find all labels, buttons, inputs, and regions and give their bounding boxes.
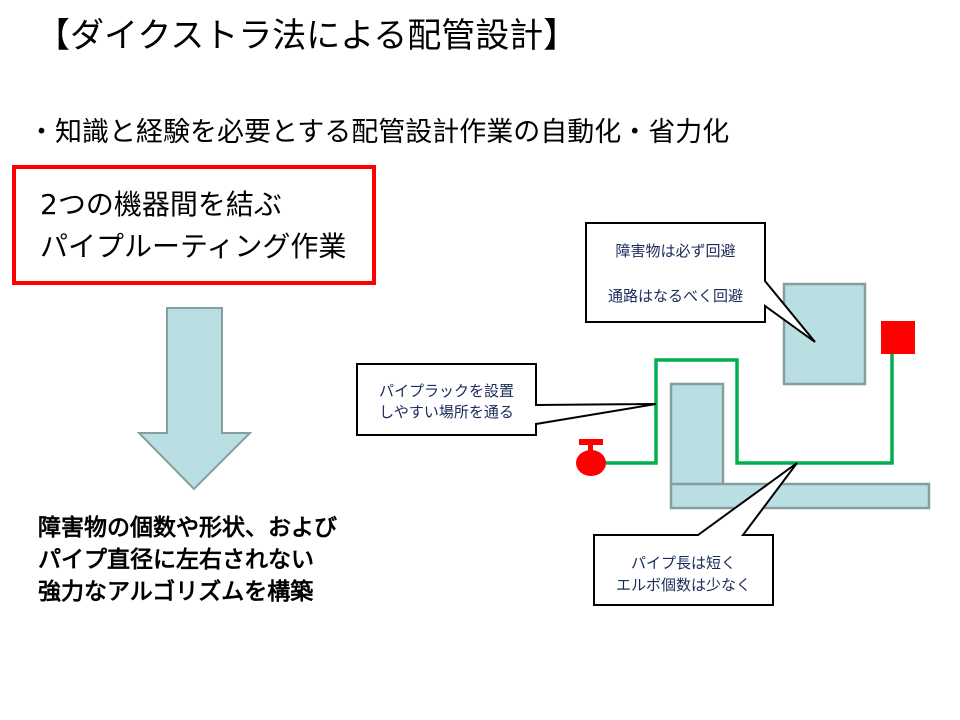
conclusion-line-3: 強力なアルゴリズムを構築 [38, 579, 314, 605]
conclusion-line-2: パイプ直径に左右されない [38, 547, 314, 573]
conclusion-line-1: 障害物の個数や形状、および [38, 515, 337, 541]
task-box: 2つの機器間を結ぶ パイプルーティング作業 [12, 165, 376, 285]
callout-obstacle-bubble [585, 222, 816, 343]
conclusion-text: 障害物の個数や形状、および パイプ直径に左右されない 強力なアルゴリズムを構築 [38, 512, 337, 608]
page-title: 【ダイクストラ法による配管設計】 [36, 16, 578, 56]
obstacle-tall [669, 382, 725, 487]
callout-obstacle-line-1: 障害物は必ず回避 [615, 242, 736, 260]
callout-length-bubble [593, 462, 798, 606]
down-arrow-icon [136, 307, 253, 491]
callout-rack-line-2: しやすい場所を通る [379, 403, 514, 421]
task-line-1: 2つの機器間を結ぶ [40, 188, 282, 221]
callout-rack-bubble [356, 363, 657, 436]
pipe-route [604, 354, 894, 465]
callout-obstacle-line-2: 通路はなるべく回避 [607, 287, 743, 305]
callout-length-line-2: エルボ個数は少なく [615, 576, 751, 594]
obstacle-top-right [782, 282, 867, 386]
callout-length-line-1: パイプ長は短く [630, 554, 736, 572]
valve-icon [576, 439, 606, 476]
subtitle-bullet: ・知識と経験を必要とする配管設計作業の自動化・省力化 [28, 117, 730, 148]
callout-rack-line-1: パイプラックを設置 [378, 382, 514, 400]
obstacle-base-bar [669, 482, 931, 510]
task-line-2: パイプルーティング作業 [40, 230, 347, 263]
equipment-square-icon [881, 321, 915, 354]
